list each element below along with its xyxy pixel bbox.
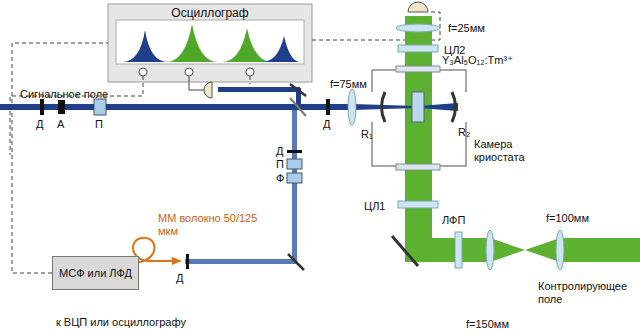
signal-beam — [185, 259, 297, 264]
oscilloscope-body — [108, 4, 312, 82]
polarizer — [287, 159, 302, 169]
lens — [348, 89, 356, 125]
focal-length: f=150мм — [466, 318, 509, 331]
chamber-name: Камера криостата — [474, 138, 544, 163]
signal-beam — [352, 104, 418, 110]
oscilloscope-screen — [116, 20, 304, 64]
focal-length: f=25мм — [448, 22, 485, 35]
channel-wire — [10, 76, 143, 155]
photodetector — [408, 2, 428, 12]
mirror-r2 — [452, 92, 456, 122]
part-letter: П — [95, 118, 103, 131]
mirror — [288, 254, 304, 270]
lens-name: ЦЛ1 — [364, 200, 385, 213]
mirror-name: R₁ — [361, 128, 373, 141]
attenuator — [58, 100, 65, 114]
lens-name: ЦЛ2 — [444, 44, 465, 57]
lens — [556, 230, 564, 270]
detector-box: МСФ или ЛФД — [52, 256, 139, 290]
channel-knob — [139, 68, 147, 76]
window — [396, 164, 440, 170]
filter — [287, 173, 302, 183]
beam-name: Сигнальное поле — [20, 88, 108, 101]
diaphragm — [287, 150, 302, 153]
mirror — [290, 84, 306, 96]
channel-knob — [185, 68, 193, 76]
mirror-r1 — [382, 92, 386, 122]
beam-name: Контролирующее поле — [538, 280, 636, 305]
window — [396, 66, 440, 72]
crystal — [412, 92, 424, 122]
node-text: Осциллограф — [110, 6, 310, 20]
output-note: к ВЦП или осциллографу — [56, 316, 186, 329]
fiber-input — [172, 257, 182, 265]
channel-knob — [246, 68, 254, 76]
focal-length: f=75мм — [330, 78, 367, 91]
photodetector — [204, 82, 212, 98]
lens — [396, 24, 440, 32]
part-letter: Д — [276, 145, 283, 158]
polarizer — [94, 99, 106, 115]
signal-peak — [122, 30, 168, 62]
oscilloscope-box: Осциллограф — [108, 4, 312, 82]
fiber-name: ММ волокно 50/125 мкм — [158, 212, 270, 237]
mirror — [392, 236, 418, 266]
part-letter: Ф — [276, 172, 284, 185]
part-letter: Д — [36, 118, 43, 131]
cryostat-chamber — [372, 70, 466, 166]
diaphragm — [186, 254, 189, 269]
cylindrical-lens — [398, 45, 438, 52]
plate-name: ЛФП — [442, 214, 465, 227]
part-letter: Д — [323, 118, 330, 131]
control-peak — [222, 28, 272, 62]
cylindrical-lens — [398, 201, 438, 208]
control-beam — [405, 238, 640, 262]
lens — [486, 230, 494, 270]
signal-beam — [292, 110, 297, 262]
mirror-name: R₂ — [458, 126, 470, 139]
node-text: МСФ или ЛФД — [56, 267, 135, 279]
part-letter: П — [276, 158, 284, 171]
diaphragm — [40, 99, 44, 115]
signal-peak — [262, 36, 300, 62]
control-peak — [166, 24, 218, 62]
focal-length: f=100мм — [546, 212, 589, 225]
plate — [455, 232, 462, 268]
part-letter: А — [57, 118, 64, 131]
diaphragm — [326, 99, 330, 115]
part-letter: Д — [176, 272, 183, 285]
signal-beam — [218, 87, 300, 92]
signal-cable — [12, 43, 108, 273]
